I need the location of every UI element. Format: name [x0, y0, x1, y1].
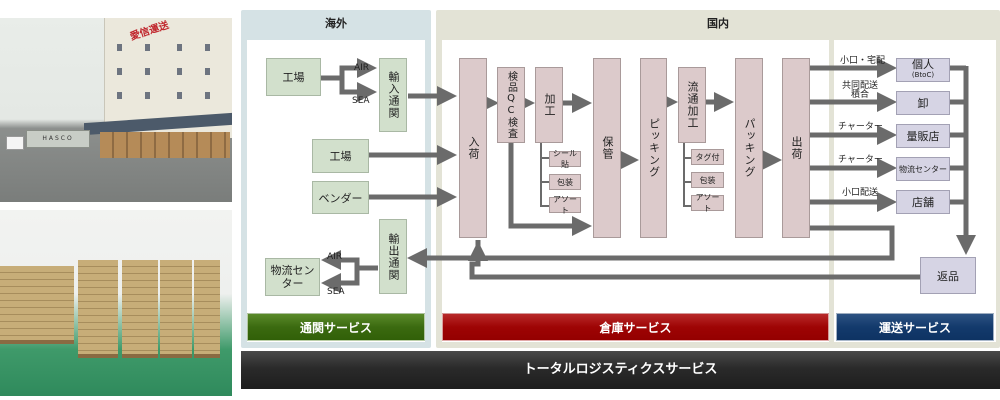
pallet-stack: [78, 260, 118, 358]
assort-box: アソート: [549, 195, 581, 215]
packing-box: パッキング: [735, 58, 763, 238]
warehouse-exterior-photo: 愛信運送 HASCO: [0, 18, 232, 202]
customs-service-bar: 通関サービス: [247, 313, 425, 341]
picking-box: ピッキング: [640, 58, 667, 238]
vendor-box: ベンダー: [312, 181, 369, 214]
truck-container: HASCO: [26, 130, 90, 148]
warehouse-service-bar: 倉庫サービス: [442, 313, 829, 341]
overseas-title: 海外: [325, 17, 347, 30]
air-label-export: AIR: [327, 252, 343, 262]
distribution-processing-box: 流通加工: [678, 67, 706, 143]
pallet-stack: [0, 266, 74, 344]
dest-individual-box: 個人 (BtoC): [896, 58, 950, 82]
logistics-center-box: 物流センター: [265, 258, 320, 296]
cargo-boxes: [100, 132, 230, 158]
transport-service-bar: 運送サービス: [836, 313, 994, 341]
import-customs-box: 輸入通関: [379, 58, 407, 132]
building-sign: 愛信運送: [128, 19, 171, 43]
dist-assort-box: アソート: [691, 193, 724, 213]
export-customs-box: 輸出通関: [379, 219, 407, 294]
dest-individual-sub: (BtoC): [911, 71, 935, 79]
factory-box-top: 工場: [266, 58, 321, 96]
seal-label-box: シール貼: [549, 149, 581, 169]
pallet-stack: [160, 260, 192, 358]
dest-massretail-box: 量販店: [896, 124, 950, 148]
dest-logistics-center-box: 物流センター: [896, 157, 950, 181]
returns-box: 返品: [920, 257, 976, 294]
domestic-title: 国内: [707, 17, 729, 30]
dist-wrapping-box: 包装: [691, 172, 724, 188]
air-label-import: AIR: [354, 63, 370, 73]
sea-label-export: SEA: [327, 287, 345, 297]
total-logistics-service-bar: トータルロジスティクスサービス: [241, 351, 1000, 389]
inspection-box: 検品QC検査: [497, 67, 525, 143]
route-label-charter-1: チャーター: [838, 122, 883, 132]
route-label-joint-delivery: 共同配送 積合: [842, 81, 879, 100]
warehouse-interior-photo: [0, 210, 232, 396]
dest-individual-name: 個人: [912, 58, 934, 71]
route-label-small-parcel: 小口・宅配: [840, 56, 886, 66]
dest-store-box: 店舗: [896, 190, 950, 214]
route-label-small-delivery: 小口配送: [842, 188, 879, 198]
route-label-charter-2: チャーター: [838, 155, 883, 165]
pallet-stack: [194, 260, 220, 358]
truck-cab: [6, 136, 24, 150]
tagging-box: タグ付: [691, 149, 724, 165]
pallet-stack: [122, 260, 158, 358]
dest-wholesale-box: 卸: [896, 91, 950, 115]
sea-label-import: SEA: [352, 96, 370, 106]
factory-box-mid: 工場: [312, 139, 369, 173]
processing-box: 加工: [535, 67, 563, 143]
storage-box: 保管: [593, 58, 621, 238]
shipping-box: 出荷: [782, 58, 810, 238]
receiving-box: 入荷: [459, 58, 487, 238]
wrapping-box: 包装: [549, 174, 581, 190]
